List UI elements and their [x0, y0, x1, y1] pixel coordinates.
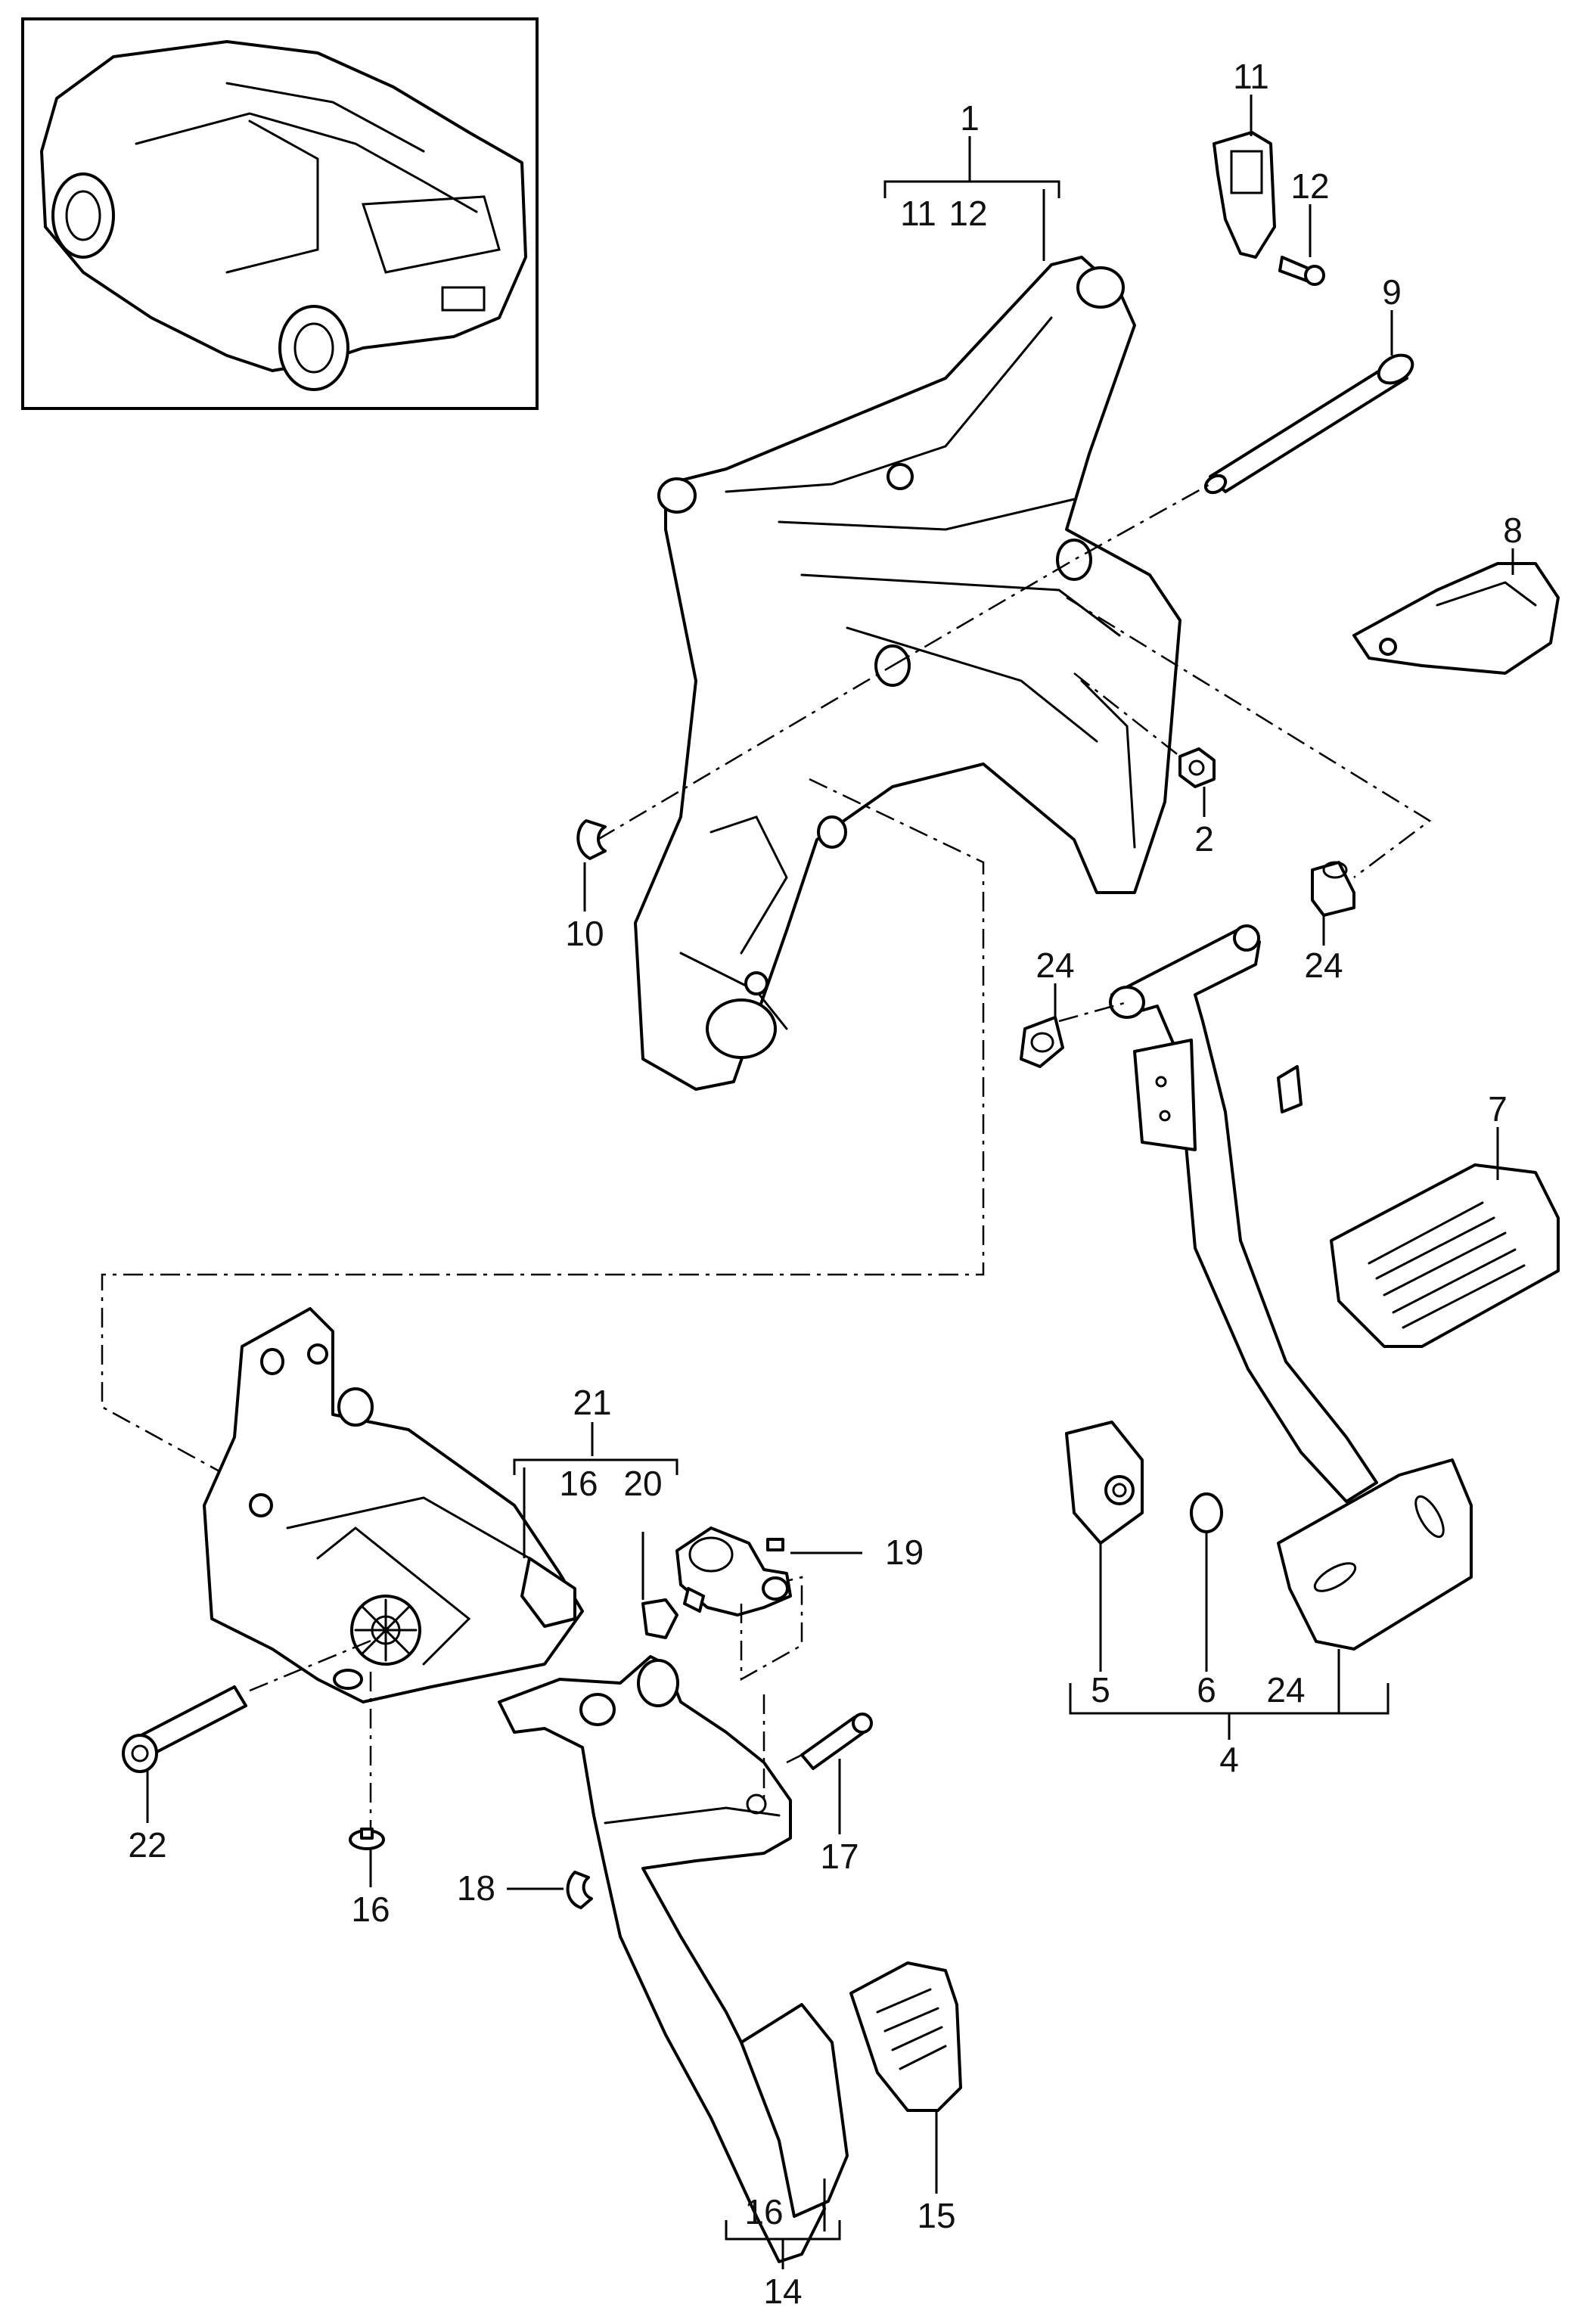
- brake-pedal: [1109, 924, 1473, 1651]
- bushing-small: [349, 1828, 385, 1850]
- mounting-plate: [1213, 131, 1276, 259]
- callout-12: 12: [1290, 166, 1329, 206]
- callout-17: 17: [820, 1837, 859, 1876]
- callout-22: 22: [128, 1825, 166, 1865]
- bushing-upper: [1311, 861, 1355, 917]
- callout-9: 9: [1382, 272, 1402, 312]
- brake-switch: [1065, 1421, 1144, 1545]
- callout-1-11: 11: [900, 194, 936, 233]
- clutch-sensor: [675, 1526, 792, 1616]
- callout-21-16: 16: [559, 1464, 598, 1503]
- circlip: [566, 1871, 593, 1909]
- callout-4-6: 6: [1197, 1670, 1216, 1710]
- callout-8: 8: [1503, 511, 1523, 550]
- callout-10: 10: [565, 914, 604, 953]
- callout-18: 18: [457, 1868, 495, 1908]
- retaining-clip: [576, 819, 607, 860]
- callout-4-5: 5: [1091, 1670, 1110, 1710]
- callout-24-lower: 24: [1036, 946, 1074, 985]
- cover: [1352, 562, 1560, 675]
- screw: [1278, 256, 1325, 286]
- clutch-pedal-pad: [849, 1961, 962, 2112]
- pivot-shaft: [1203, 353, 1414, 495]
- callout-21: 21: [573, 1383, 611, 1422]
- pedal-bracket: [634, 256, 1181, 1091]
- callout-1: 1: [960, 98, 980, 138]
- callout-4-24: 24: [1266, 1670, 1305, 1710]
- callout-7: 7: [1488, 1089, 1508, 1129]
- callout-4: 4: [1219, 1740, 1239, 1779]
- clutch-pedal: [498, 1655, 849, 2263]
- callout-15: 15: [917, 2196, 955, 2235]
- callout-19: 19: [885, 1533, 924, 1572]
- brake-pedal-pad: [1330, 1163, 1560, 1348]
- sensor-clip: [641, 1598, 678, 1639]
- bushing-lower: [1020, 1016, 1064, 1068]
- pivot-bolt: [122, 1685, 247, 1773]
- leader-lines: [146, 95, 1514, 2269]
- assembly-lines: [101, 483, 1432, 1831]
- callout-2: 2: [1194, 819, 1214, 859]
- callout-14: 14: [763, 2272, 802, 2311]
- nut: [1178, 747, 1216, 788]
- callout-24-upper: 24: [1304, 946, 1343, 985]
- callout-16: 16: [351, 1890, 390, 1929]
- callout-1-12: 12: [949, 194, 987, 233]
- callout-11: 11: [1233, 57, 1269, 96]
- callout-21-20: 20: [623, 1464, 662, 1503]
- grommet: [1190, 1492, 1223, 1533]
- pivot-pin: [800, 1713, 873, 1770]
- callout-labels: 1 11 12 11 12 9 8 2 10 24 24 7 5 6 24 4 …: [128, 57, 1522, 2311]
- callout-14-16: 16: [744, 2192, 783, 2231]
- vehicle-thumbnail: [21, 17, 539, 410]
- clutch-bracket: [203, 1307, 584, 1703]
